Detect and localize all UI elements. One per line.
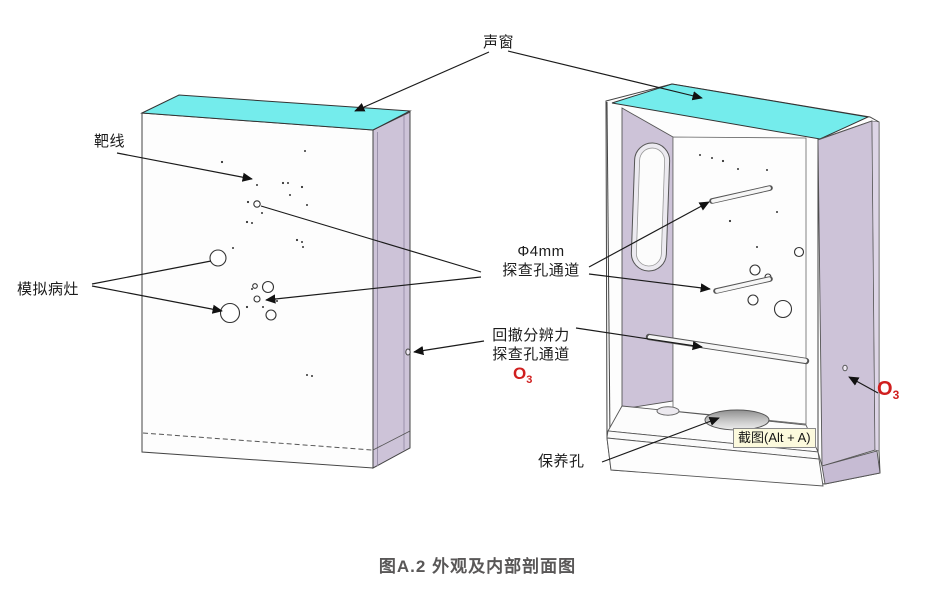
o3-symbol: O	[513, 364, 527, 383]
right-wall-channel-hole	[842, 364, 848, 372]
o3-subscript: 3	[526, 374, 533, 387]
side-base-line	[372, 430, 411, 451]
leader-lines	[91, 50, 879, 463]
o3-symbol: O	[877, 378, 893, 400]
base-corner-line	[817, 451, 823, 467]
probe-rod-lower	[713, 276, 773, 294]
label-maintenance-hole: 保养孔	[538, 453, 585, 470]
arrow-withdrawal-rod	[575, 327, 703, 351]
right-wall	[817, 120, 876, 467]
arrow-maintenance-hole	[601, 417, 720, 463]
label-acoustic-window: 声窗	[483, 34, 515, 51]
leader-probe-hole-front	[260, 205, 482, 273]
screenshot-tooltip: 截图(Alt + A)	[733, 428, 816, 448]
interior-back-wall	[672, 136, 807, 425]
acoustic-window-top	[140, 94, 412, 131]
right-phantom-cutaway-view	[605, 83, 881, 487]
label-withdrawal-line1: 回撤分辨力	[492, 327, 570, 344]
arrow-acoustic-window-right	[507, 50, 703, 101]
side-panel	[372, 111, 411, 469]
target-line-dots	[220, 150, 313, 377]
o3-subscript: 3	[892, 388, 900, 403]
o3-marker-right: O3	[877, 378, 899, 402]
right-wall-edge-strip	[871, 120, 880, 452]
arrow-probe-rod-lower	[588, 273, 711, 293]
outer-left-edge	[606, 101, 611, 442]
acoustic-window-top	[611, 83, 870, 140]
base-right	[821, 450, 881, 485]
label-probe-channel-line1: Φ4mm	[517, 243, 565, 260]
label-withdrawal-channel: 回撤分辨力 探查孔通道	[485, 326, 577, 364]
probe-rod-upper	[709, 185, 773, 204]
floor-small-hole	[656, 406, 680, 416]
base-seam-line	[142, 432, 373, 451]
leader-lesion-upper	[91, 260, 212, 285]
withdrawal-rod	[645, 333, 810, 365]
arrow-target-lines	[116, 152, 253, 182]
label-probe-channel-line2: 探查孔通道	[502, 262, 580, 279]
probe-hole-opening	[253, 200, 261, 208]
o3-marker-left: O3	[513, 364, 532, 386]
arrow-withdrawal-left	[413, 340, 485, 356]
arrow-acoustic-window-left	[354, 51, 490, 112]
label-simulated-lesions: 模拟病灶	[17, 281, 80, 298]
label-withdrawal-line2: 探查孔通道	[492, 346, 570, 363]
arrow-o3-hole	[848, 376, 879, 394]
label-target-lines: 靶线	[94, 133, 126, 150]
front-face	[141, 112, 374, 469]
left-phantom-external-view	[140, 94, 412, 469]
arrow-probe-rod-upper	[588, 201, 710, 268]
label-probe-channel: Φ4mm 探查孔通道	[494, 242, 588, 280]
arrow-lesion-lower	[91, 285, 223, 314]
wall-slot	[630, 142, 671, 272]
lesion-dots	[245, 288, 278, 309]
side-channel-hole	[405, 348, 411, 356]
lesion-circles	[209, 249, 277, 324]
interior-lesion-circles	[747, 246, 805, 319]
arrow-probe-hole-cluster	[265, 276, 482, 304]
figure-caption: 图A.2 外观及内部剖面图	[378, 557, 577, 576]
